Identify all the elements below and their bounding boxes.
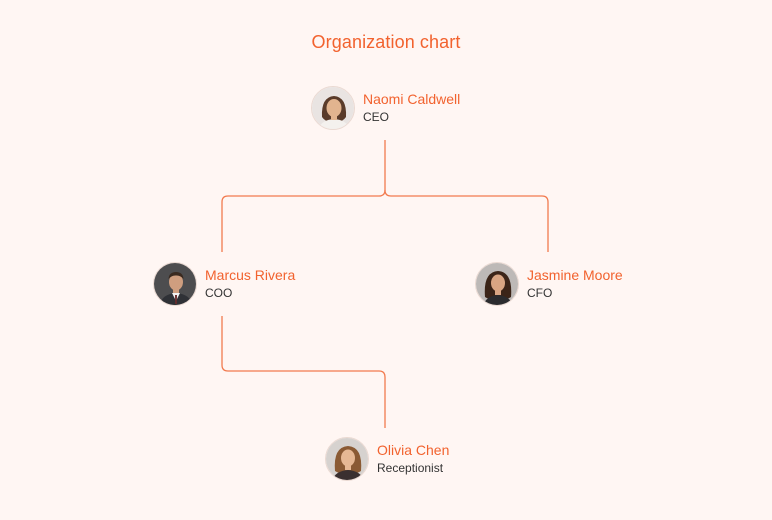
org-node-ceo[interactable]: Naomi Caldwell CEO — [311, 85, 460, 131]
org-node-cfo[interactable]: Jasmine Moore CFO — [475, 261, 623, 307]
person-name: Olivia Chen — [377, 442, 450, 458]
person-role: CFO — [527, 286, 553, 300]
chart-title: Organization chart — [311, 32, 461, 52]
person-avatar-icon — [153, 262, 197, 306]
person-avatar-icon — [475, 262, 519, 306]
person-name: Jasmine Moore — [527, 267, 623, 283]
org-node-receptionist[interactable]: Olivia Chen Receptionist — [325, 436, 449, 482]
connector-coo-to-receptionist — [221, 316, 386, 428]
person-name: Marcus Rivera — [205, 267, 296, 283]
person-avatar-icon — [325, 437, 369, 481]
connector-ceo-to-coo — [221, 140, 386, 252]
person-avatar-icon — [311, 86, 355, 130]
person-role: CEO — [363, 110, 390, 124]
org-node-coo[interactable]: Marcus Rivera COO — [153, 261, 295, 307]
connector-ceo-to-cfo — [384, 189, 549, 252]
person-name: Naomi Caldwell — [363, 91, 461, 107]
person-role: Receptionist — [377, 461, 444, 475]
person-role: COO — [205, 286, 233, 300]
